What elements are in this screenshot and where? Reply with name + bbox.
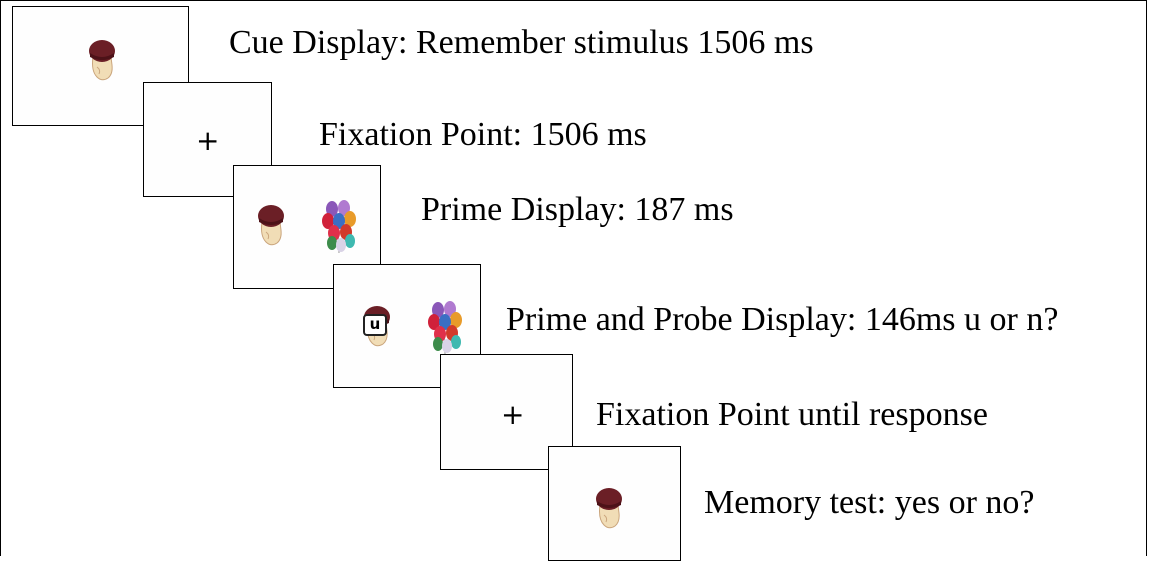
probe-letter: u [369, 315, 381, 333]
head-icon [89, 40, 115, 81]
prime-probe-display-frame: u [333, 264, 481, 388]
response-fixation-caption: Fixation Point until response [596, 396, 988, 433]
head-icon [596, 488, 622, 529]
head-icon [258, 205, 284, 246]
fixation-display-caption: Fixation Point: 1506 ms [319, 116, 647, 153]
cue-display-caption: Cue Display: Remember stimulus 1506 ms [229, 24, 814, 61]
prime-probe-display-caption: Prime and Probe Display: 146ms u or n? [506, 301, 1059, 338]
prime-display-caption: Prime Display: 187 ms [421, 191, 734, 228]
probe-letter-badge: u [363, 314, 387, 336]
cue-display-frame [12, 6, 189, 126]
fixation-cross: + [196, 124, 220, 157]
fixation-cross: + [501, 398, 525, 431]
balloons-icon [428, 301, 462, 355]
prime-display-frame [233, 165, 381, 289]
memory-test-caption: Memory test: yes or no? [704, 484, 1035, 521]
memory-test-frame [548, 446, 681, 561]
balloons-icon [322, 200, 356, 254]
